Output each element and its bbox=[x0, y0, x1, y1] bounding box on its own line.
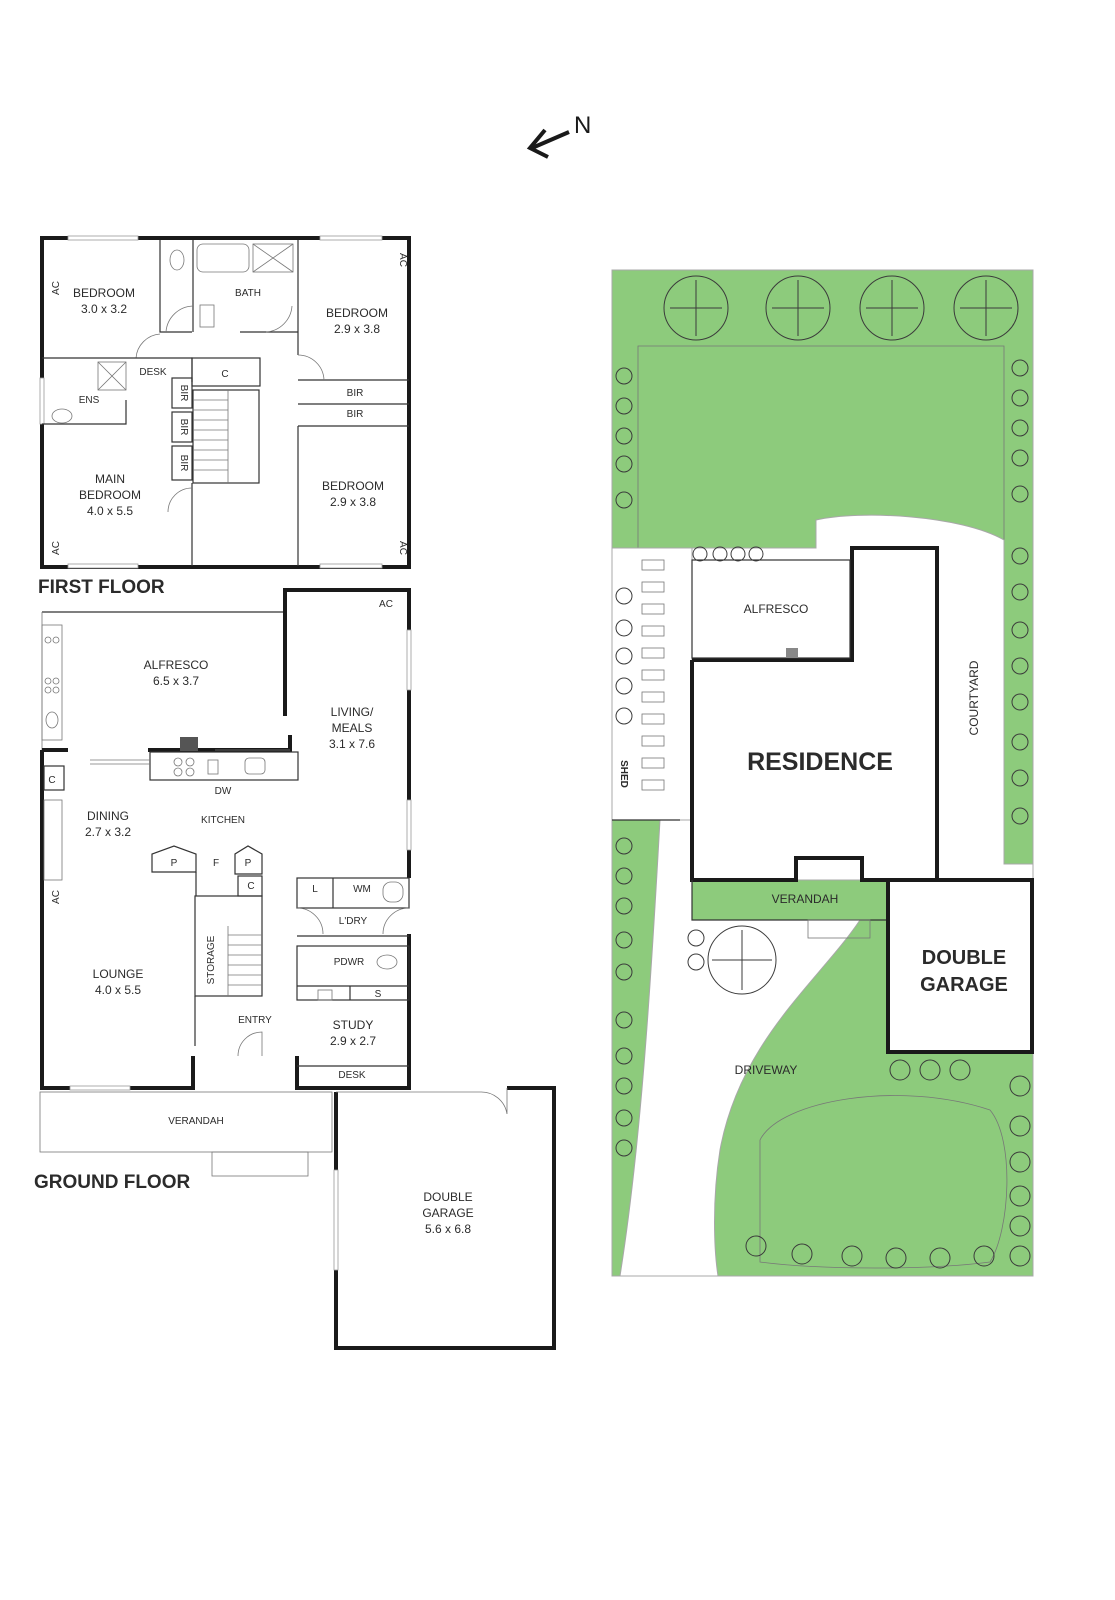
room-bedroom-ne-size: 2.9 x 3.8 bbox=[334, 322, 380, 336]
site-courtyard-label: COURTYARD bbox=[967, 660, 981, 735]
room-garage-line1: DOUBLE bbox=[423, 1190, 472, 1204]
north-arrow-icon bbox=[526, 128, 570, 159]
room-dining-name: DINING bbox=[87, 809, 129, 823]
bir-label-4: BIR bbox=[347, 388, 364, 399]
ac-label-1: AC bbox=[51, 281, 62, 295]
ac-label-6: AC bbox=[51, 890, 62, 904]
laundry-l-label: L bbox=[312, 884, 318, 895]
room-living-line2: MEALS bbox=[332, 721, 373, 735]
room-main-bedroom-size: 4.0 x 5.5 bbox=[87, 504, 133, 518]
room-main-bedroom-line1: MAIN bbox=[95, 472, 125, 486]
room-study-name: STUDY bbox=[333, 1018, 374, 1032]
room-storage-name: STORAGE bbox=[206, 935, 217, 984]
room-kitchen-name: KITCHEN bbox=[201, 815, 245, 826]
site-plan bbox=[611, 269, 1034, 1277]
tree-icon bbox=[663, 275, 1019, 995]
fridge-label: F bbox=[213, 858, 219, 869]
bir-label-3: BIR bbox=[178, 455, 189, 472]
room-lounge-name: LOUNGE bbox=[93, 967, 144, 981]
room-main-bedroom-line2: BEDROOM bbox=[79, 488, 141, 502]
room-garage-size: 5.6 x 6.8 bbox=[425, 1222, 471, 1236]
first-floor-title: FIRST FLOOR bbox=[38, 577, 165, 598]
site-shed-label: SHED bbox=[618, 760, 629, 788]
shower-label: S bbox=[375, 989, 382, 1000]
bir-label-5: BIR bbox=[347, 409, 364, 420]
room-lounge-size: 4.0 x 5.5 bbox=[95, 983, 141, 997]
room-desk-name: DESK bbox=[338, 1070, 366, 1081]
ground-floor-plan bbox=[39, 588, 556, 1350]
wm-label: WM bbox=[353, 884, 371, 895]
room-bedroom-nw-name: BEDROOM bbox=[73, 286, 135, 300]
bir-label-2: BIR bbox=[178, 419, 189, 436]
pantry-label-1: P bbox=[171, 858, 178, 869]
site-alfresco-label: ALFRESCO bbox=[744, 602, 809, 616]
shrub-icon bbox=[615, 359, 1031, 1269]
room-bedroom-nw-size: 3.0 x 3.2 bbox=[81, 302, 127, 316]
site-verandah-label: VERANDAH bbox=[772, 892, 839, 906]
bir-label-1: BIR bbox=[178, 385, 189, 402]
cupboard-label-2: C bbox=[247, 881, 254, 892]
room-bedroom-se-size: 2.9 x 3.8 bbox=[330, 495, 376, 509]
cupboard-label-1: C bbox=[48, 775, 55, 786]
ground-floor-title: GROUND FLOOR bbox=[34, 1172, 190, 1193]
ac-label-2: AC bbox=[397, 253, 408, 267]
dw-label: DW bbox=[215, 786, 232, 797]
room-bedroom-ne-name: BEDROOM bbox=[326, 306, 388, 320]
room-living-size: 3.1 x 7.6 bbox=[329, 737, 375, 751]
ac-label-5: AC bbox=[379, 599, 393, 610]
room-entry-name: ENTRY bbox=[238, 1015, 272, 1026]
room-bedroom-se-name: BEDROOM bbox=[322, 479, 384, 493]
room-alfresco-size: 6.5 x 3.7 bbox=[153, 674, 199, 688]
room-pdwr-name: PDWR bbox=[334, 957, 365, 968]
room-dining-size: 2.7 x 3.2 bbox=[85, 825, 131, 839]
room-desk-label: DESK bbox=[139, 367, 167, 378]
room-ldry-name: L'DRY bbox=[339, 916, 368, 927]
room-cupboard-label: C bbox=[221, 369, 228, 380]
room-study-size: 2.9 x 2.7 bbox=[330, 1034, 376, 1048]
room-ens-label: ENS bbox=[79, 395, 100, 406]
pantry-label-2: P bbox=[245, 858, 252, 869]
site-driveway-label: DRIVEWAY bbox=[735, 1063, 798, 1077]
site-garage-line2: GARAGE bbox=[920, 974, 1008, 996]
ac-label-3: AC bbox=[51, 541, 62, 555]
compass-label: N bbox=[574, 112, 591, 139]
first-floor-plan bbox=[39, 235, 411, 569]
room-verandah-name: VERANDAH bbox=[168, 1116, 224, 1127]
room-alfresco-name: ALFRESCO bbox=[144, 658, 209, 672]
site-residence-label: RESIDENCE bbox=[747, 748, 893, 776]
room-garage-line2: GARAGE bbox=[422, 1206, 473, 1220]
room-living-line1: LIVING/ bbox=[331, 705, 374, 719]
site-garage-line1: DOUBLE bbox=[922, 947, 1006, 969]
ac-label-4: AC bbox=[397, 541, 408, 555]
room-bath-name: BATH bbox=[235, 288, 261, 299]
